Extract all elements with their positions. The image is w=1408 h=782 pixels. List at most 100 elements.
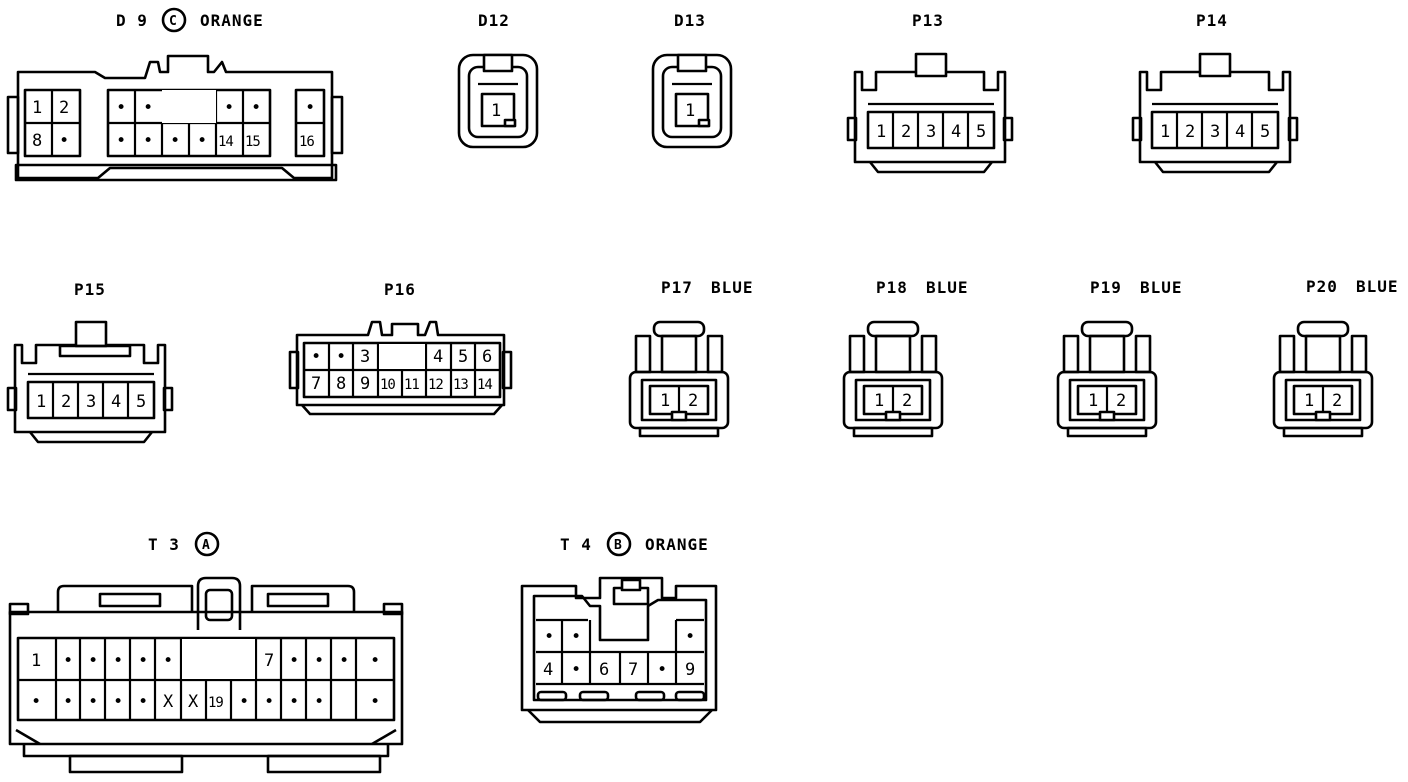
pin: 7 xyxy=(264,651,274,671)
pin: 2 xyxy=(1185,122,1195,142)
d9-letter: C xyxy=(169,14,177,29)
connector-d9: D 9 C ORANGE 1 2 • • • • • 8 • • • • xyxy=(6,7,344,182)
pin: 1 xyxy=(876,122,886,142)
pin: 1 xyxy=(491,101,501,121)
p16-code: P16 xyxy=(384,280,416,299)
pin: • xyxy=(224,98,234,118)
pin: • xyxy=(113,692,123,712)
connector-t4: T 4 B ORANGE • • • 4 • 6 7 • 9 xyxy=(520,531,718,724)
p14-code: P14 xyxy=(1196,11,1228,30)
pin: 1 xyxy=(1088,391,1098,411)
pin: • xyxy=(336,347,346,367)
pin: 9 xyxy=(360,374,370,394)
pin: • xyxy=(138,651,148,671)
pin: 6 xyxy=(482,347,492,367)
pin: • xyxy=(88,692,98,712)
pin: 1 xyxy=(1160,122,1170,142)
t4-letter: B xyxy=(614,538,622,553)
p15-code: P15 xyxy=(74,280,106,299)
t3-letter: A xyxy=(202,538,210,553)
connector-p14: P14 1 2 3 4 5 xyxy=(1131,11,1299,174)
pin: 7 xyxy=(311,374,321,394)
pin: • xyxy=(305,98,315,118)
connector-p19: P19 BLUE 1 2 xyxy=(1056,278,1183,438)
pin: 4 xyxy=(1235,122,1245,142)
p20-code: P20 xyxy=(1306,277,1338,296)
pin: 6 xyxy=(599,660,609,680)
connector-p13: P13 1 2 3 4 5 xyxy=(846,11,1014,174)
pin: • xyxy=(138,692,148,712)
pin: 5 xyxy=(458,347,468,367)
pin: 11 xyxy=(404,377,419,393)
connector-p16: P16 • • 3 4 5 6 7 8 9 10 11 12 13 14 xyxy=(288,280,513,416)
pin: • xyxy=(339,651,349,671)
p19-code: P19 xyxy=(1090,278,1122,297)
pin: • xyxy=(311,347,321,367)
p19-color: BLUE xyxy=(1140,278,1183,297)
pin: • xyxy=(571,627,581,647)
pin: • xyxy=(143,98,153,118)
pin: • xyxy=(314,651,324,671)
pin: 2 xyxy=(61,392,71,412)
pin: • xyxy=(239,692,249,712)
pin: • xyxy=(289,651,299,671)
pin: 1 xyxy=(31,651,41,671)
connector-d12: D12 1 xyxy=(457,11,539,149)
d12-code: D12 xyxy=(478,11,510,30)
pin: • xyxy=(685,627,695,647)
pin: 4 xyxy=(433,347,443,367)
pin: 3 xyxy=(360,347,370,367)
pin: 2 xyxy=(901,122,911,142)
pin: 16 xyxy=(299,134,314,150)
pin: 4 xyxy=(111,392,121,412)
pin: 5 xyxy=(136,392,146,412)
pin: • xyxy=(88,651,98,671)
pin: 1 xyxy=(36,392,46,412)
pin: • xyxy=(264,692,274,712)
connector-p18: P18 BLUE 1 2 xyxy=(842,278,969,438)
pin: • xyxy=(170,131,180,151)
d9-code: D 9 xyxy=(116,11,148,30)
t3-code: T 3 xyxy=(148,535,180,554)
pin: 13 xyxy=(453,377,468,393)
pin: 7 xyxy=(628,660,638,680)
pin: 9 xyxy=(685,660,695,680)
pin: • xyxy=(59,131,69,151)
pin: 4 xyxy=(951,122,961,142)
pin: • xyxy=(116,131,126,151)
p18-code: P18 xyxy=(876,278,908,297)
d9-letter-circle xyxy=(161,7,187,33)
pin: 8 xyxy=(32,131,42,151)
pin: 1 xyxy=(874,391,884,411)
t4-letter-circle xyxy=(606,531,632,557)
connector-d13: D13 1 xyxy=(651,11,733,149)
pin: 1 xyxy=(1304,391,1314,411)
p18-color: BLUE xyxy=(926,278,969,297)
pin: 2 xyxy=(59,98,69,118)
p20-color: BLUE xyxy=(1356,277,1399,296)
pin: • xyxy=(251,98,261,118)
p17-code: P17 xyxy=(661,278,693,297)
pin: 2 xyxy=(1332,391,1342,411)
pin: • xyxy=(63,651,73,671)
pin: 19 xyxy=(208,695,223,711)
pin: • xyxy=(63,692,73,712)
pin: • xyxy=(113,651,123,671)
pin: • xyxy=(289,692,299,712)
pin: 2 xyxy=(688,391,698,411)
pin: 2 xyxy=(902,391,912,411)
pin: • xyxy=(31,692,41,712)
connector-p15: P15 1 2 3 4 5 xyxy=(6,280,174,444)
pin: 10 xyxy=(380,377,395,393)
connector-p17: P17 BLUE 1 2 xyxy=(628,278,753,438)
pin: • xyxy=(197,131,207,151)
pin: • xyxy=(544,627,554,647)
t4-color: ORANGE xyxy=(645,535,709,554)
pin: 1 xyxy=(660,391,670,411)
pin: • xyxy=(657,660,667,680)
pin: 5 xyxy=(976,122,986,142)
t3-letter-circle xyxy=(194,531,220,557)
pin: 4 xyxy=(543,660,553,680)
d9-color: ORANGE xyxy=(200,11,264,30)
